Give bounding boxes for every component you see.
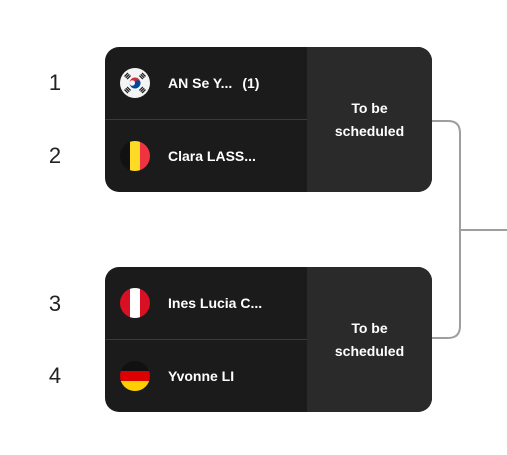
status-line: To be [351,319,388,336]
player-row[interactable]: Ines Lucia C... [105,267,307,339]
seed-number-4: 4 [48,363,62,388]
peru-flag-icon [120,288,150,318]
player-seed: (1) [242,75,260,91]
belgium-flag-icon [120,140,150,171]
seed-number-3: 3 [48,291,62,316]
player-name: AN Se Y... [168,75,233,91]
status-line: scheduled [334,122,405,139]
match-card-1[interactable]: AN Se Y... (1) Clara LASS... To be sched… [105,47,432,192]
match-1-players: AN Se Y... (1) Clara LASS... [105,47,307,192]
status-line: scheduled [334,342,405,359]
match-status: To be scheduled [307,267,432,412]
player-row[interactable]: Clara LASS... [105,119,307,191]
match-card-2[interactable]: Ines Lucia C... Yvonne LI To be schedule… [105,267,432,412]
south-korea-flag-icon [120,68,150,98]
germany-flag-icon [120,360,150,391]
match-status: To be scheduled [307,47,432,192]
seed-number-1: 1 [48,70,62,95]
status-line: To be [351,99,388,116]
seed-number-2: 2 [48,143,62,168]
match-2-players: Ines Lucia C... Yvonne LI [105,267,307,412]
player-row[interactable]: Yvonne LI [105,339,307,411]
player-name: Ines Lucia C... [168,295,263,311]
player-name: Yvonne LI [168,367,235,384]
player-name: Clara LASS... [168,147,256,164]
player-row[interactable]: AN Se Y... (1) [105,47,307,119]
